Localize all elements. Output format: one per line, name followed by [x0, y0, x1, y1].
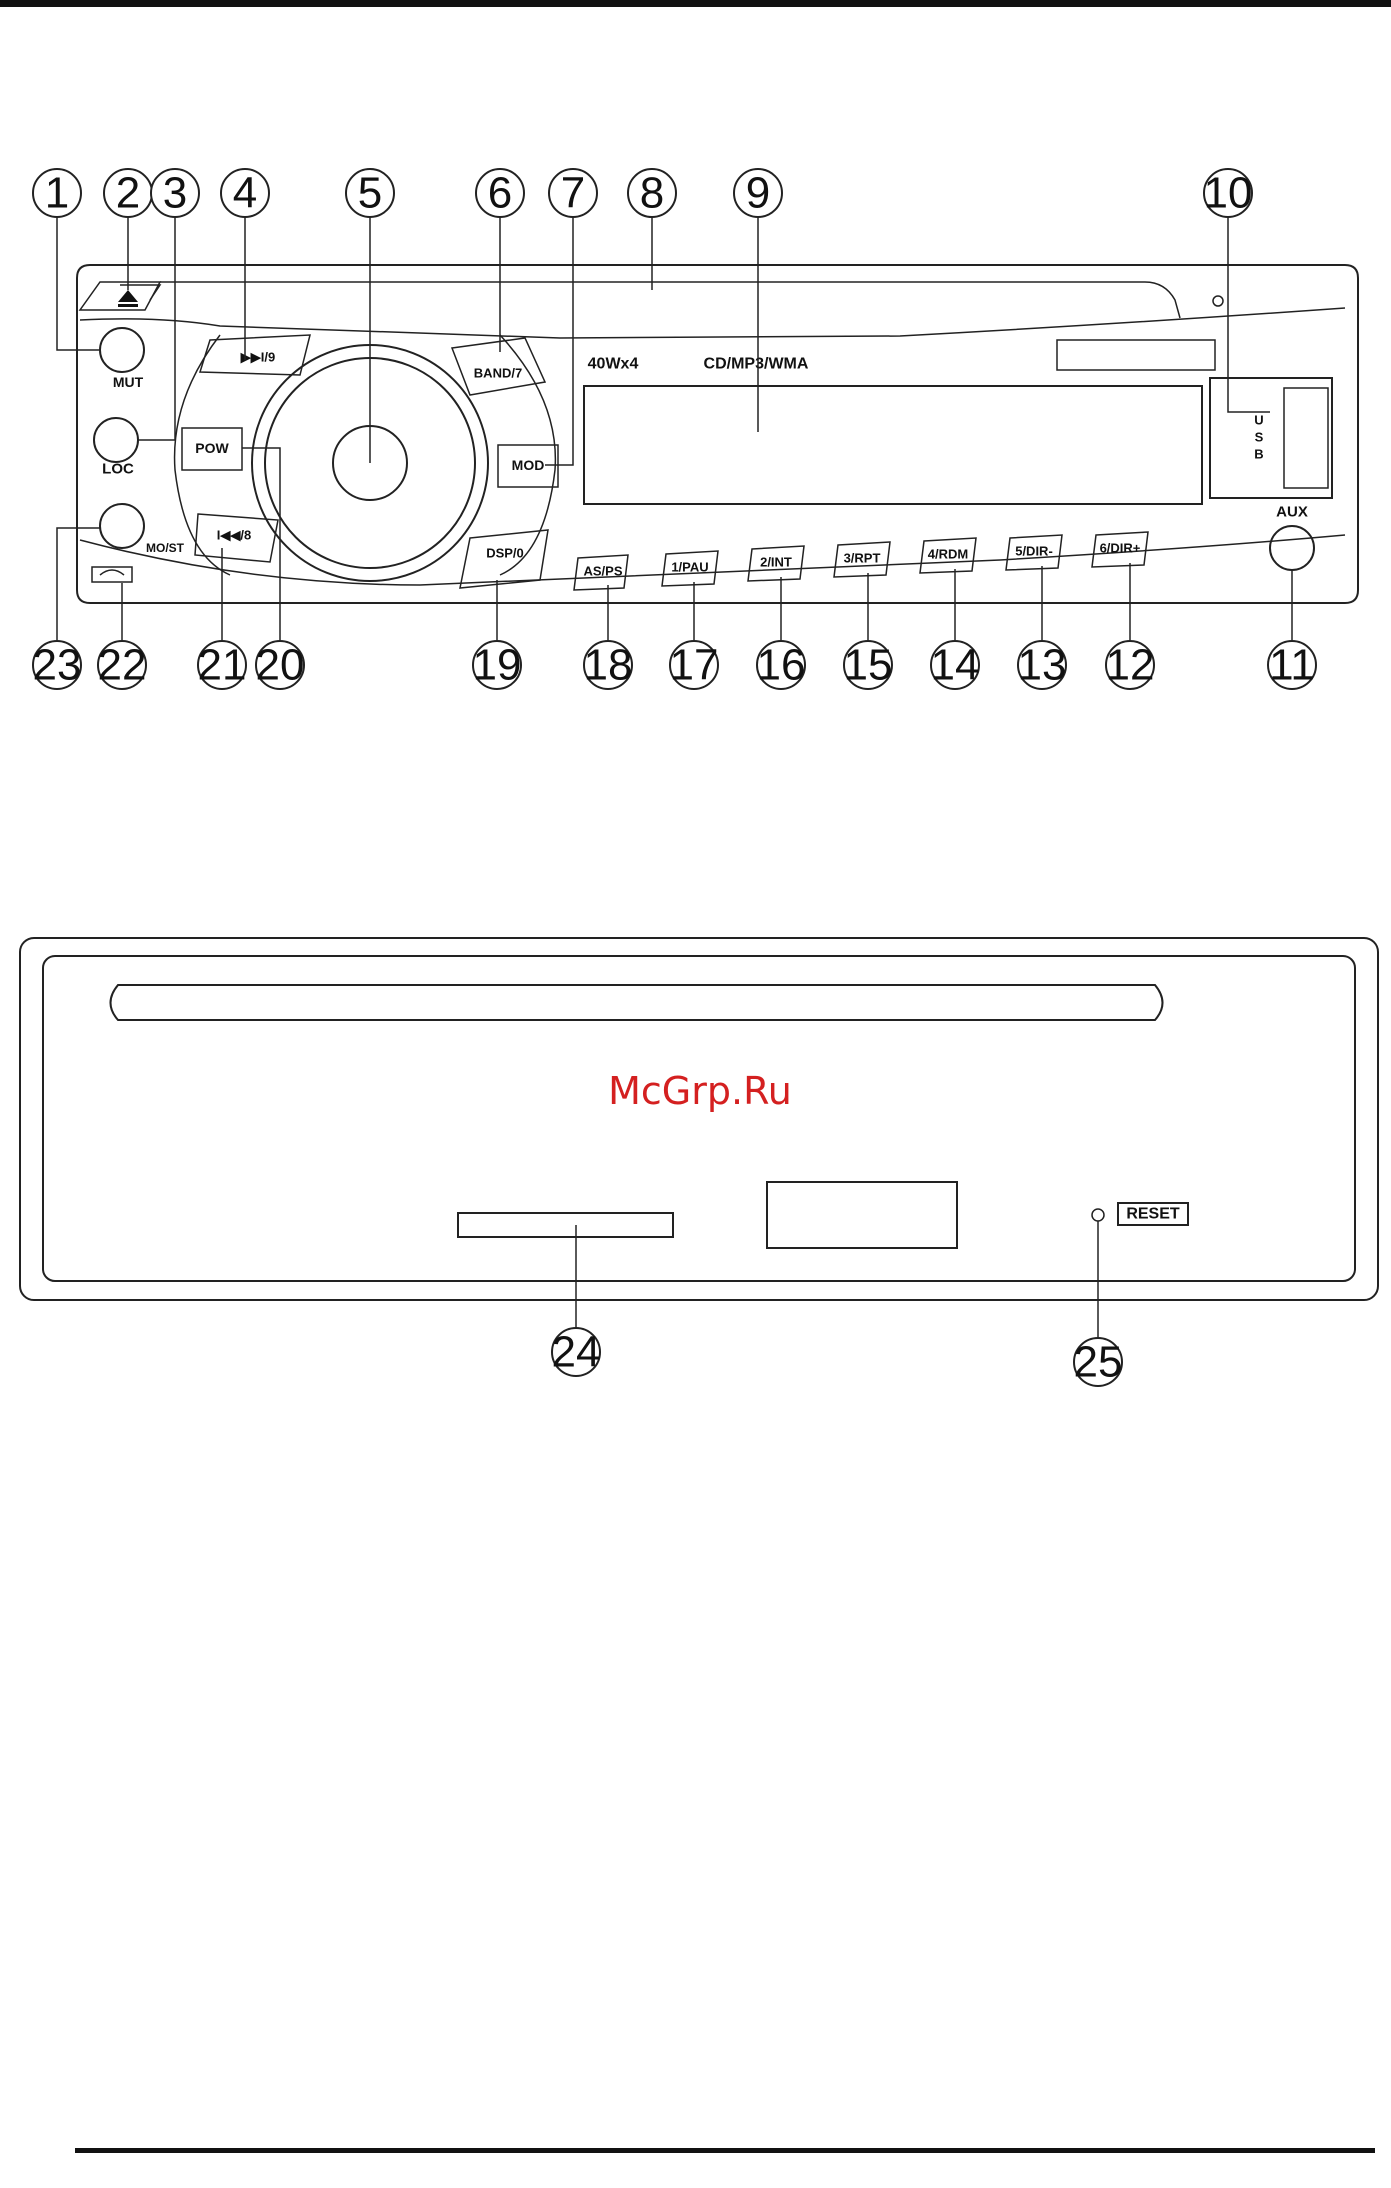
- callout-8: 8: [640, 169, 664, 218]
- loc-button[interactable]: [94, 418, 138, 462]
- callout-25: 25: [1074, 1338, 1123, 1387]
- callout-7: 7: [561, 169, 585, 218]
- mo-st-button[interactable]: [100, 504, 144, 548]
- card-slot: [1057, 340, 1215, 370]
- rpt-label: 3/RPT: [844, 551, 881, 566]
- preset-buttons: AS/PS 1/PAU 2/INT 3/RPT 4/RDM 5/DIR- 6/D…: [574, 532, 1148, 590]
- reset-hole[interactable]: [1092, 1209, 1104, 1221]
- aux-label: AUX: [1276, 504, 1308, 521]
- callout-12: 12: [1106, 641, 1155, 690]
- mut-label: MUT: [113, 374, 144, 390]
- callout-16: 16: [757, 641, 806, 690]
- callout-14: 14: [931, 641, 980, 690]
- top-callouts: 1 2 3 4 5 6 7 8 9 10: [33, 169, 1252, 218]
- usb-letter-s: S: [1255, 430, 1264, 445]
- rear-connector: [767, 1182, 957, 1248]
- dir-minus-label: 5/DIR-: [1015, 544, 1053, 559]
- loc-label: LOC: [102, 461, 134, 478]
- bottom-callouts: 23 22 21 20 19 18 17 16 15 14 13 12 11: [33, 641, 1316, 690]
- front-panel: MUT LOC MO/ST ▶▶I/9 POW I◀◀/8 BAND/7 MOD…: [33, 169, 1358, 690]
- as-ps-label: AS/PS: [583, 564, 622, 579]
- band-label: BAND/7: [474, 366, 522, 381]
- format-label: CD/MP3/WMA: [704, 356, 809, 373]
- callout-1: 1: [45, 169, 69, 218]
- indicator-led: [1213, 296, 1223, 306]
- callout-3: 3: [163, 169, 187, 218]
- callout-11: 11: [1269, 641, 1315, 690]
- dir-plus-label: 6/DIR+: [1100, 541, 1141, 556]
- pow-label: POW: [195, 440, 229, 456]
- callout-15: 15: [844, 641, 893, 690]
- callout-19: 19: [473, 641, 522, 690]
- watermark: McGrp.Ru: [608, 1069, 792, 1113]
- callout-6: 6: [488, 169, 512, 218]
- power-rating-label: 40Wx4: [588, 356, 639, 373]
- usb-letter-b: B: [1254, 447, 1263, 462]
- mod-label: MOD: [512, 457, 545, 473]
- eject-icon: [118, 290, 138, 302]
- callout-20: 20: [256, 641, 305, 690]
- callout-9: 9: [746, 169, 770, 218]
- rear-panel: McGrp.Ru RESET 24 25: [20, 938, 1378, 1387]
- callout-23: 23: [33, 641, 82, 690]
- callout-10: 10: [1204, 169, 1253, 218]
- reset-label: RESET: [1126, 1206, 1180, 1223]
- rear-panel-inner: [43, 956, 1355, 1281]
- int-label: 2/INT: [760, 555, 792, 570]
- mut-button[interactable]: [100, 328, 144, 372]
- usb-port[interactable]: [1284, 388, 1328, 488]
- callout-4: 4: [233, 169, 257, 218]
- cd-slot: [111, 985, 1163, 1020]
- prev-label: I◀◀/8: [217, 528, 251, 543]
- rear-card-slot: [458, 1213, 673, 1237]
- rear-panel-outer: [20, 938, 1378, 1300]
- usb-letter-u: U: [1254, 413, 1263, 428]
- pau-label: 1/PAU: [671, 560, 708, 575]
- lcd-display: [584, 386, 1202, 504]
- rdm-label: 4/RDM: [928, 547, 968, 562]
- callout-24: 24: [552, 1328, 601, 1377]
- callout-17: 17: [670, 641, 719, 690]
- callout-5: 5: [358, 169, 382, 218]
- callout-2: 2: [116, 169, 140, 218]
- callout-13: 13: [1018, 641, 1067, 690]
- aux-jack[interactable]: [1270, 526, 1314, 570]
- dsp-label: DSP/0: [486, 546, 524, 561]
- mo-st-label: MO/ST: [146, 541, 185, 555]
- callout-21: 21: [198, 641, 247, 690]
- callout-18: 18: [584, 641, 633, 690]
- callout-22: 22: [98, 641, 147, 690]
